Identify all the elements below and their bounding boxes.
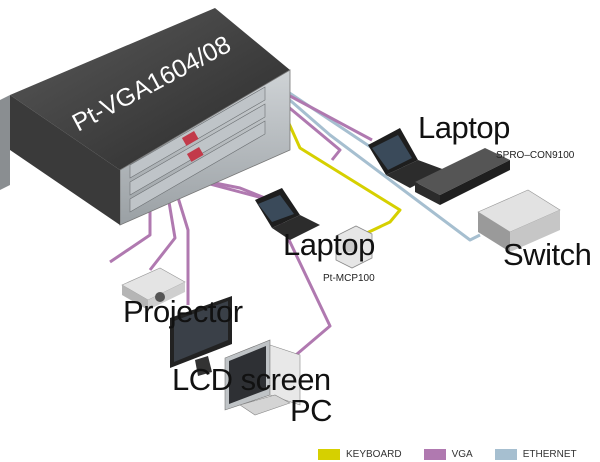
mcp100-label: Pt-MCP100 xyxy=(323,273,375,284)
switch-label: Switch xyxy=(503,237,592,272)
laptop-center-device xyxy=(255,188,320,240)
lcd-screen-label: LCD screen xyxy=(172,362,331,397)
mcp100-keypad xyxy=(335,225,373,269)
laptop-center-label: Laptop xyxy=(283,227,375,262)
legend-item-ethernet: ETHERNET xyxy=(494,448,577,460)
pc-label: PC xyxy=(290,393,333,428)
vga-cable xyxy=(279,98,342,161)
lcd-screen-device xyxy=(170,296,232,376)
ethernet-cable xyxy=(283,93,481,242)
spro-controller-device xyxy=(415,148,510,205)
legend-swatch xyxy=(318,448,340,460)
legend-swatch xyxy=(423,448,446,460)
projector-label: Projector xyxy=(123,294,243,329)
legend-label: VGA xyxy=(451,448,473,460)
projector-device xyxy=(121,267,186,310)
pc-device xyxy=(224,339,301,416)
laptop-right-label: Laptop xyxy=(418,110,510,145)
laptop-right-device xyxy=(368,128,445,188)
keyboard-cable xyxy=(280,107,402,242)
legend-item-vga: VGA xyxy=(423,448,473,460)
vga-cable xyxy=(289,94,373,142)
legend-label: KEYBOARD xyxy=(346,448,402,460)
legend: KEYBOARD VGA ETHERNET xyxy=(318,447,599,461)
legend-label: ETHERNET xyxy=(522,448,577,460)
ethernet-switch-device xyxy=(477,189,561,252)
matrix-switcher xyxy=(0,8,291,226)
vga-cable xyxy=(179,174,332,362)
spro-con9100-label: SPRO–CON9100 xyxy=(496,150,575,161)
legend-item-keyboard: KEYBOARD xyxy=(318,448,402,460)
legend-swatch xyxy=(494,448,517,460)
